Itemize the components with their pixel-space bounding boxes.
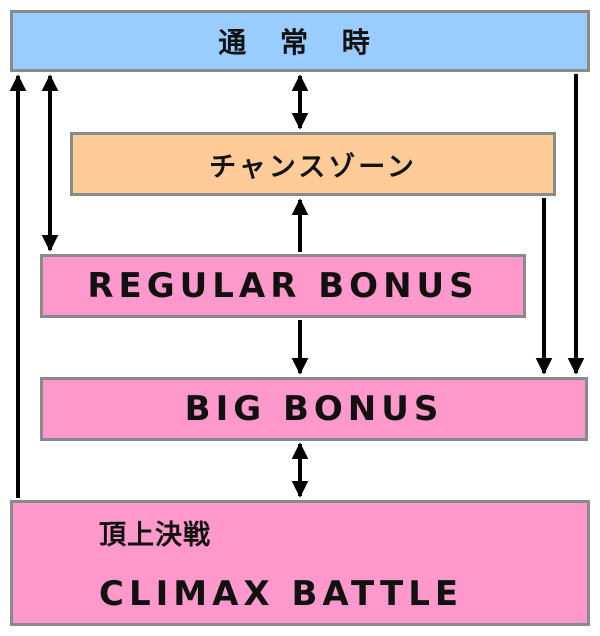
state-chance-zone: チャンスゾーン — [70, 132, 556, 196]
state-regular-bonus: REGULAR BONUS — [40, 254, 526, 318]
state-climax-ja-label: 頂上決戦 — [99, 519, 211, 551]
state-normal-label: 通 常 時 — [218, 26, 382, 59]
state-climax-en-label: CLIMAX BATTLE — [99, 573, 464, 614]
state-big-bonus-label: BIG BONUS — [184, 389, 444, 429]
state-big-bonus: BIG BONUS — [40, 377, 588, 441]
state-normal: 通 常 時 — [10, 10, 590, 72]
state-chance-zone-label: チャンスゾーン — [209, 151, 417, 183]
state-regular-bonus-label: REGULAR BONUS — [87, 266, 479, 306]
state-climax-battle: 頂上決戦 CLIMAX BATTLE — [10, 500, 590, 626]
